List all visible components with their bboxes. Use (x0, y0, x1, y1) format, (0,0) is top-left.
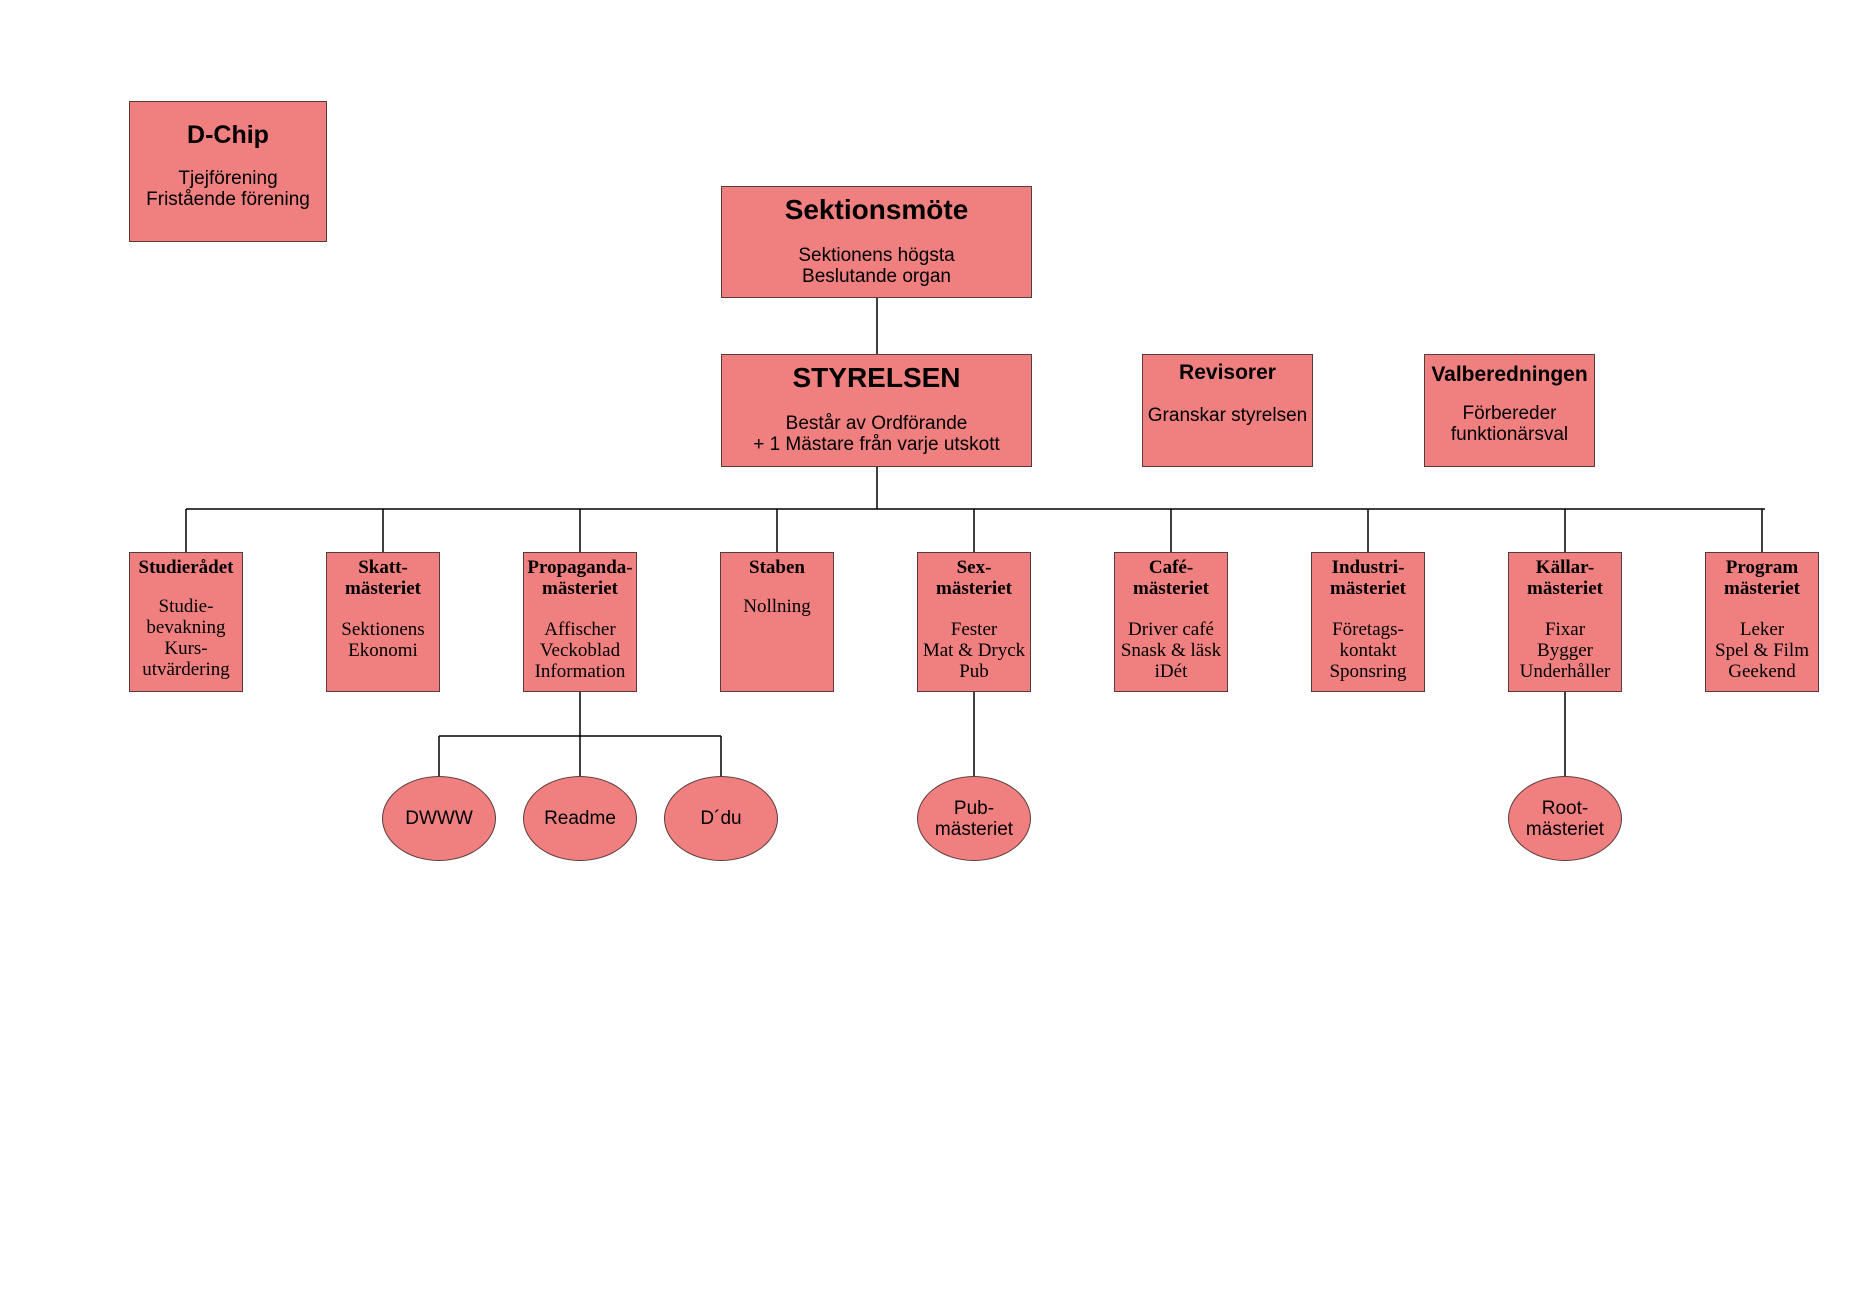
node-cafemasteriet-desc: Driver café Snask & läsk iDét (1120, 619, 1222, 682)
node-readme: Readme (523, 776, 637, 861)
node-industrimasteriet: Industri- mästeriet Företags- kontakt Sp… (1311, 552, 1425, 692)
node-propagandamasteriet-desc: Affischer Veckoblad Information (534, 619, 626, 682)
node-rootmasteriet-label: Root- mästeriet (1525, 797, 1605, 840)
node-readme-label: Readme (544, 808, 616, 829)
node-skattmasteriet: Skatt- mästeriet Sektionens Ekonomi (326, 552, 440, 692)
node-programmasteriet-title: Program mästeriet (1724, 557, 1800, 599)
node-styrelsen: STYRELSEN Består av Ordförande + 1 Mästa… (721, 354, 1032, 467)
node-skattmasteriet-desc: Sektionens Ekonomi (341, 619, 425, 661)
node-staben-desc: Nollning (743, 596, 811, 617)
node-studieradet-desc: Studie- bevakning Kurs- utvärdering (142, 596, 230, 680)
node-valberedningen-title: Valberedningen (1431, 363, 1588, 386)
node-studieradet-title: Studierådet (138, 557, 234, 578)
node-pubmasteriet-label: Pub- mästeriet (934, 797, 1014, 840)
node-ddu-label: D´du (700, 808, 742, 829)
node-styrelsen-desc: Består av Ordförande + 1 Mästare från va… (753, 413, 1000, 455)
node-programmasteriet-desc: Leker Spel & Film Geekend (1715, 619, 1809, 682)
node-revisorer-title: Revisorer (1179, 361, 1276, 384)
node-revisorer: Revisorer Granskar styrelsen (1142, 354, 1313, 467)
node-dchip-title: D-Chip (187, 121, 269, 149)
node-dwww: DWWW (382, 776, 496, 861)
node-cafemasteriet: Café- mästeriet Driver café Snask & läsk… (1114, 552, 1228, 692)
node-kallarmasteriet: Källar- mästeriet Fixar Bygger Underhåll… (1508, 552, 1622, 692)
node-studieradet: Studierådet Studie- bevakning Kurs- utvä… (129, 552, 243, 692)
node-propagandamasteriet: Propaganda- mästeriet Affischer Veckobla… (523, 552, 637, 692)
node-sexmasteriet: Sex- mästeriet Fester Mat & Dryck Pub (917, 552, 1031, 692)
node-staben-title: Staben (749, 557, 805, 578)
node-ddu: D´du (664, 776, 778, 861)
node-revisorer-desc: Granskar styrelsen (1147, 405, 1308, 426)
node-industrimasteriet-desc: Företags- kontakt Sponsring (1329, 619, 1407, 682)
node-skattmasteriet-title: Skatt- mästeriet (345, 557, 421, 599)
node-sexmasteriet-title: Sex- mästeriet (936, 557, 1012, 599)
node-dchip: D-Chip Tjejförening Fristående förening (129, 101, 327, 242)
node-styrelsen-title: STYRELSEN (792, 362, 961, 393)
node-kallarmasteriet-desc: Fixar Bygger Underhåller (1519, 619, 1611, 682)
node-cafemasteriet-title: Café- mästeriet (1133, 557, 1209, 599)
node-dchip-desc: Tjejförening Fristående förening (146, 168, 310, 210)
node-sektionsmote-desc: Sektionens högsta Beslutande organ (798, 245, 955, 287)
node-sektionsmote: Sektionsmöte Sektionens högsta Beslutand… (721, 186, 1032, 298)
node-kallarmasteriet-title: Källar- mästeriet (1527, 557, 1603, 599)
node-sexmasteriet-desc: Fester Mat & Dryck Pub (922, 619, 1026, 682)
node-programmasteriet: Program mästeriet Leker Spel & Film Geek… (1705, 552, 1819, 692)
node-industrimasteriet-title: Industri- mästeriet (1330, 557, 1406, 599)
node-propagandamasteriet-title: Propaganda- mästeriet (527, 557, 633, 599)
node-rootmasteriet: Root- mästeriet (1508, 776, 1622, 861)
node-sektionsmote-title: Sektionsmöte (784, 194, 969, 225)
node-valberedningen: Valberedningen Förbereder funktionärsval (1424, 354, 1595, 467)
node-staben: Staben Nollning (720, 552, 834, 692)
node-dwww-label: DWWW (405, 808, 473, 829)
node-pubmasteriet: Pub- mästeriet (917, 776, 1031, 861)
node-valberedningen-desc: Förbereder funktionärsval (1450, 403, 1569, 445)
